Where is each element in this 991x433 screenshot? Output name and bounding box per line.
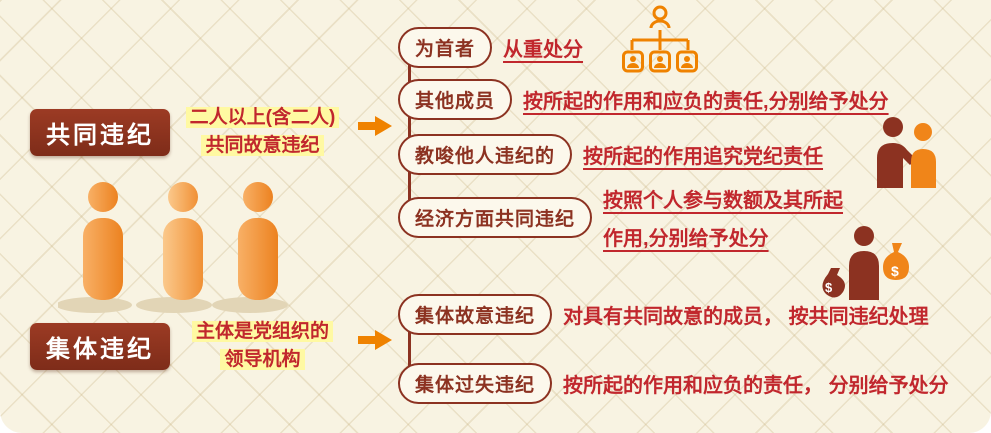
collective-note-text-2: 领导机构 <box>220 349 305 370</box>
branch-connector-bottom <box>408 312 411 382</box>
note-line: 二人以上(含二人) <box>160 104 365 131</box>
whisper-people-icon <box>877 117 936 188</box>
branch-label-ringleader: 为首者 <box>398 27 493 68</box>
collective-violation-note: 主体是党组织的 领导机构 <box>160 317 365 374</box>
branch-desc-economic-line2: 作用,分别给予处分 <box>603 228 769 250</box>
note-line: 领导机构 <box>160 346 365 373</box>
branch-desc-instigator: 按所起的作用追究党纪责任 <box>583 146 824 168</box>
arrow-icon <box>358 330 392 350</box>
group-title-collective-violation: 集体违纪 <box>30 323 170 370</box>
branch-row: 集体过失违纪 按所起的作用和应负的责任， 分别给予处分 <box>398 363 949 404</box>
joint-note-text-1: 二人以上(含二人) <box>185 107 340 128</box>
branch-label-collective-intentional: 集体故意违纪 <box>398 294 553 335</box>
branch-label-other-members: 其他成员 <box>398 79 513 120</box>
branch-row: 其他成员 按所起的作用和应负的责任,分别给予处分 <box>398 79 889 120</box>
arrow-icon <box>358 116 392 136</box>
branch-label-instigator: 教唆他人违纪的 <box>398 134 573 175</box>
collective-note-text-1: 主体是党组织的 <box>191 321 333 342</box>
note-line: 共同故意违纪 <box>160 132 365 159</box>
branch-desc-ringleader: 从重处分 <box>503 39 584 61</box>
group-title-joint-violation: 共同违纪 <box>30 109 170 156</box>
branch-row: 教唆他人违纪的 按所起的作用追究党纪责任 <box>398 134 823 175</box>
branch-desc-economic-line1: 按照个人参与数额及其所起 <box>603 190 844 212</box>
branch-row: 集体故意违纪 对具有共同故意的成员， 按共同违纪处理 <box>398 294 929 335</box>
branch-desc-other-members: 按所起的作用和应负的责任,分别给予处分 <box>523 91 889 113</box>
branch-row: 为首者 从重处分 <box>398 27 583 68</box>
branch-label-economic: 经济方面共同违纪 <box>398 197 593 238</box>
branch-connector-top <box>408 45 411 217</box>
joint-note-text-2: 共同故意违纪 <box>201 135 324 156</box>
money-symbol: $ <box>825 280 833 295</box>
money-symbol-small: $ <box>891 263 899 279</box>
branch-desc-collective-negligent: 按所起的作用和应负的责任， 分别给予处分 <box>563 375 949 397</box>
joint-violation-note: 二人以上(含二人) 共同故意违纪 <box>160 103 365 160</box>
org-chart-icon <box>622 5 698 73</box>
note-line: 主体是党组织的 <box>160 318 365 345</box>
three-people-icon <box>58 182 288 313</box>
branch-desc-economic: 按照个人参与数额及其所起 作用,分别给予处分 <box>603 184 843 251</box>
branch-desc-collective-intentional: 对具有共同故意的成员， 按共同违纪处理 <box>563 306 929 328</box>
money-people-icon: $ $ <box>822 226 909 300</box>
branch-label-collective-negligent: 集体过失违纪 <box>398 363 553 404</box>
branch-row: 经济方面共同违纪 按照个人参与数额及其所起 作用,分别给予处分 <box>398 184 843 251</box>
